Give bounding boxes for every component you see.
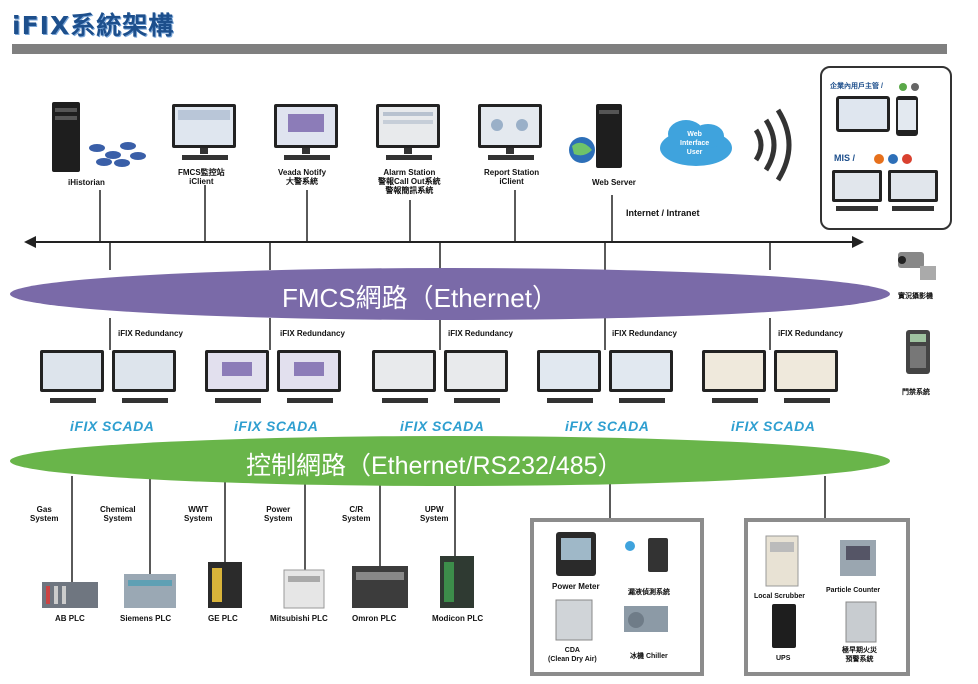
scada-label: iFIX SCADA [234,418,319,434]
plc-label: GE PLC [208,614,238,623]
control-network-label: 控制網路（Ethernet/RS232/485） [246,452,623,480]
web-server-label: Web Server [592,178,636,187]
remote-users-panel [820,66,952,230]
redundancy-label: iFIX Redundancy [612,329,677,338]
enterprise-user-label: 企業內用戶主管 / [830,83,883,90]
mis-label: MIS / [834,153,856,163]
power-meter-label: Power Meter [552,582,600,591]
chiller-label: 冰機 Chiller [630,653,668,660]
scrubber-label: Local Scrubber [754,593,805,600]
cda-label: CDA(Clean Dry Air) [548,647,597,663]
leak-detect-label: 漏液偵測系統 [628,589,670,596]
historian-label: iHistorian [68,178,105,187]
plc-label: Modicon PLC [432,614,484,623]
title-divider [12,44,947,54]
plc-label: Siemens PLC [120,614,172,623]
plc-label: AB PLC [55,614,85,623]
camera-label: 實況攝影機 [898,293,933,300]
fmcs-network-label: FMCS網路（Ethernet） [282,283,558,313]
scada-label: iFIX SCADA [400,418,485,434]
scada-label: iFIX SCADA [565,418,650,434]
redundancy-label: iFIX Redundancy [118,329,183,338]
plc-label: Omron PLC [352,614,397,623]
internet-label: Internet / Intranet [626,208,700,218]
particle-counter-label: Particle Counter [826,587,881,594]
scada-label: iFIX SCADA [731,418,816,434]
door-label: 門禁系統 [902,389,930,396]
page-title: iFIX系統架構 [12,11,175,40]
redundancy-label: iFIX Redundancy [448,329,513,338]
redundancy-label: iFIX Redundancy [778,329,843,338]
fire-alarm-label: 極早期火災預警系統 [842,647,877,663]
ups-label: UPS [776,655,791,662]
redundancy-label: iFIX Redundancy [280,329,345,338]
plc-label: Mitsubishi PLC [270,614,328,623]
scada-label: iFIX SCADA [70,418,155,434]
